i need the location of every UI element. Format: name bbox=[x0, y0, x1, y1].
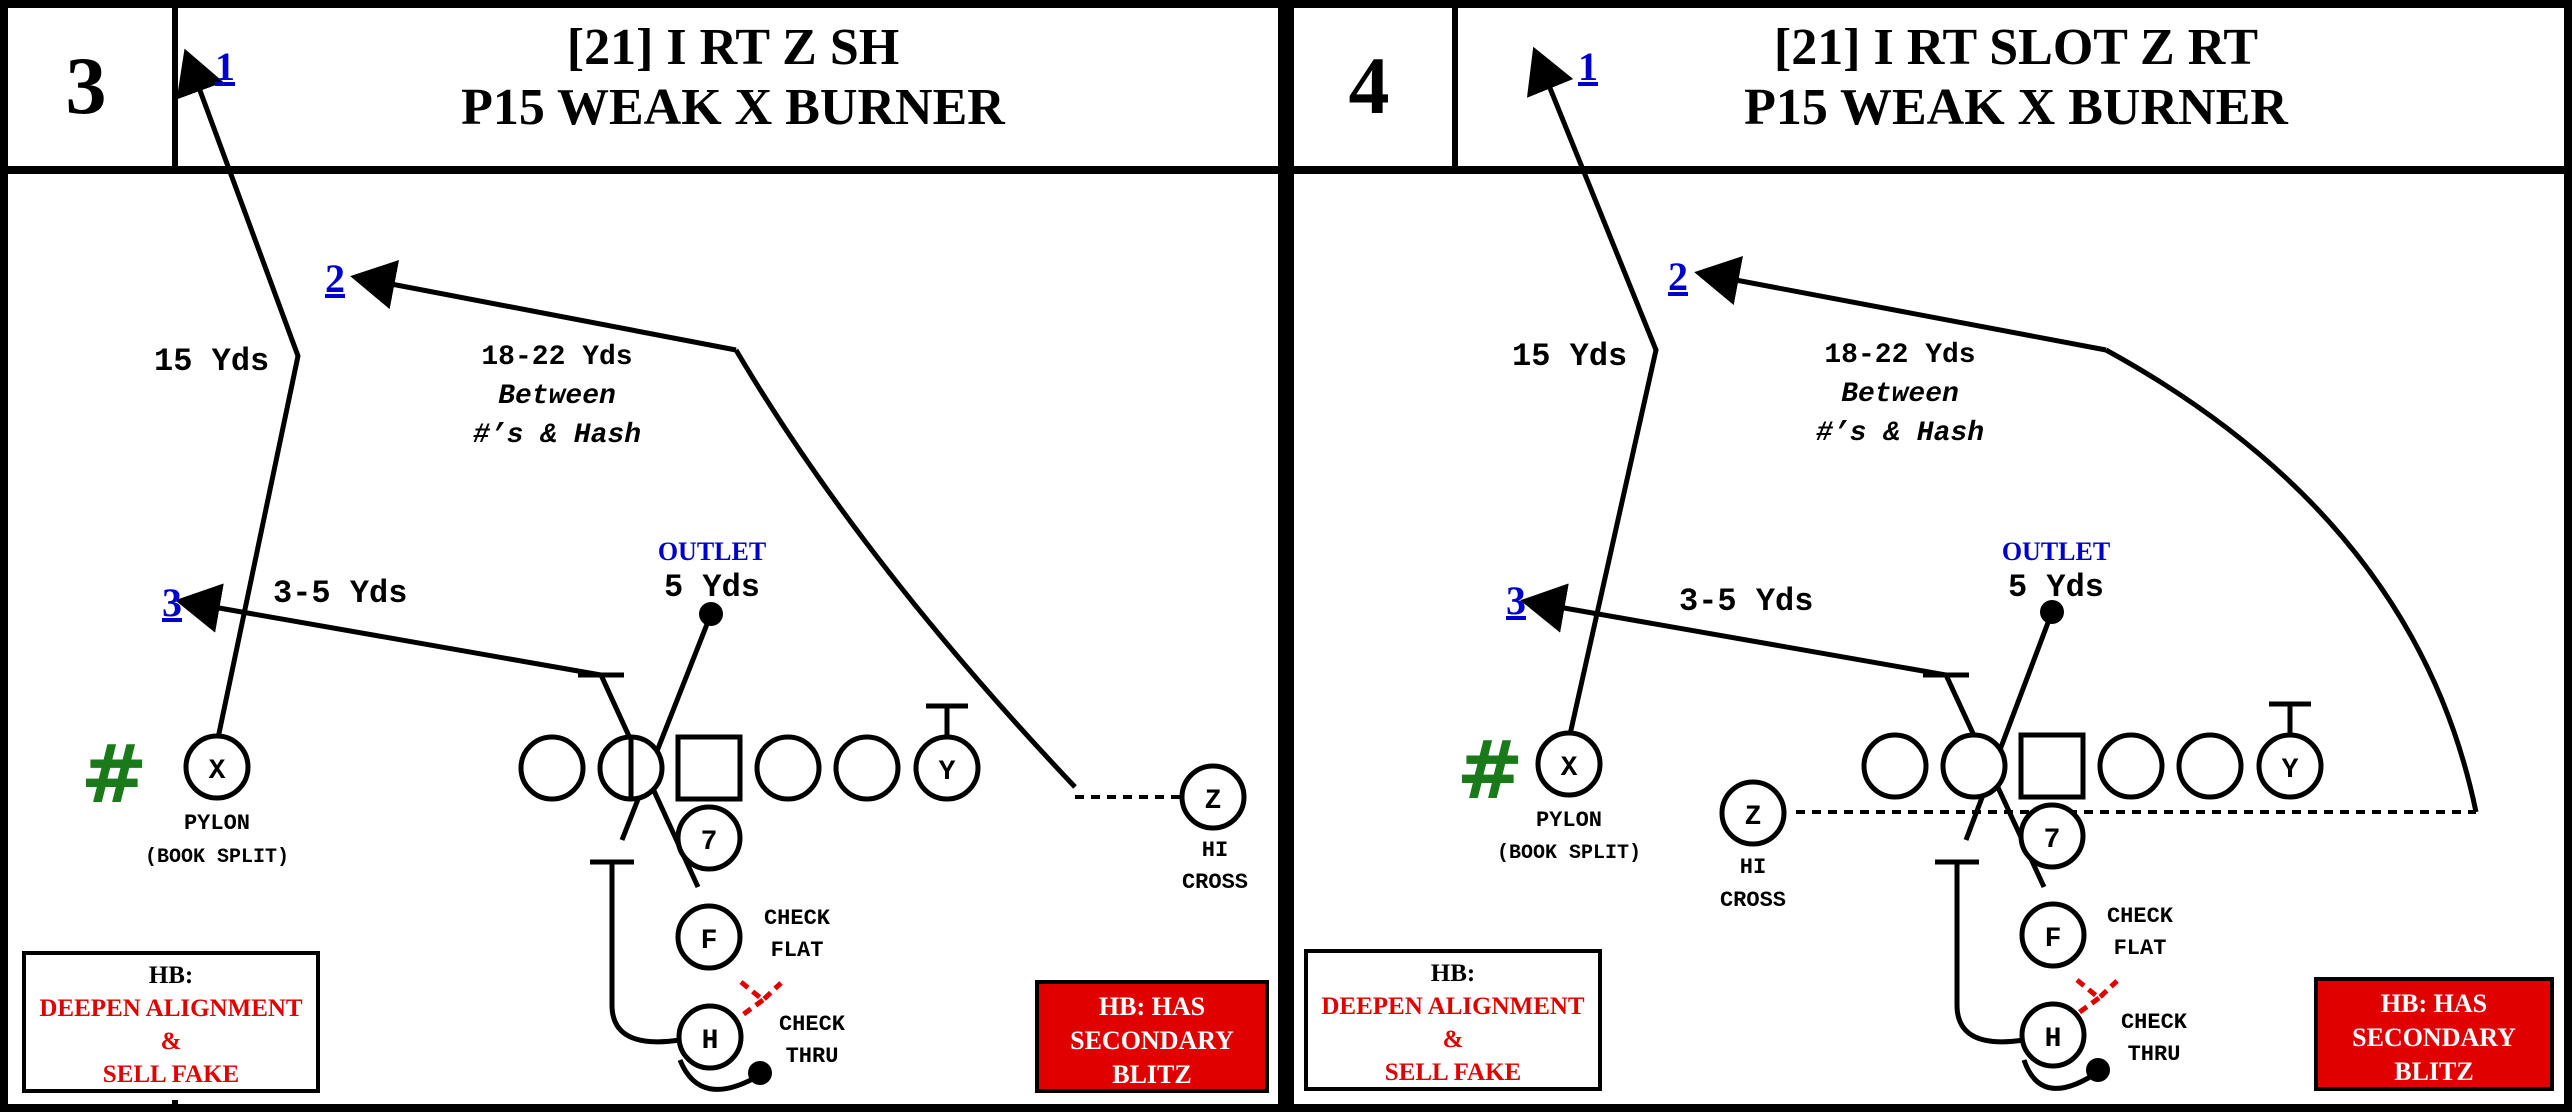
outlet-depth-label: 5 Yds bbox=[664, 569, 760, 606]
z-note-cross: CROSS bbox=[1182, 870, 1248, 895]
svg-text:Z: Z bbox=[1205, 786, 1222, 817]
svg-text:7: 7 bbox=[2044, 825, 2061, 856]
play-number: 3 bbox=[65, 40, 107, 131]
player-x: X bbox=[1535, 730, 1603, 798]
svg-text:H: H bbox=[2045, 1024, 2062, 1055]
offensive-line bbox=[518, 734, 901, 802]
play-card-4-labels: 1 2 3 15 Yds 18-22 Yds Between #’s & Has… bbox=[1456, 44, 2324, 1069]
flat-route-out bbox=[1520, 583, 2047, 889]
out-depth-label: 3-5 Yds bbox=[1679, 583, 1813, 620]
h-note-thru: THRU bbox=[2128, 1042, 2181, 1067]
secondary-blitz-note: HB: HAS SECONDARY BLITZ bbox=[1035, 980, 1269, 1093]
svg-text:Z: Z bbox=[1745, 802, 1762, 833]
play-card-3-labels: 1 2 3 15 Yds 18-22 Yds Between #’s & Has… bbox=[80, 44, 1248, 1071]
z-route-post bbox=[1694, 255, 2479, 814]
x-note-split: (BOOK SPLIT) bbox=[1497, 842, 1641, 865]
split-symbol: # bbox=[1456, 724, 1523, 817]
svg-text:Y: Y bbox=[2282, 755, 2299, 786]
f-note-flat: FLAT bbox=[771, 938, 824, 963]
z-note-hi: HI bbox=[1202, 838, 1228, 863]
h-note-thru: THRU bbox=[786, 1044, 839, 1069]
x-note-split: (BOOK SPLIT) bbox=[145, 846, 289, 869]
x-route-go bbox=[1526, 46, 1659, 740]
player-z: Z bbox=[1719, 779, 1787, 847]
play-title: [21] I RT Z SH P15 WEAK X BURNER bbox=[180, 18, 1286, 138]
x-note-pylon: PYLON bbox=[184, 811, 250, 836]
f-note-flat: FLAT bbox=[2114, 936, 2167, 961]
outlet-depth-label: 5 Yds bbox=[2008, 569, 2104, 606]
player-x: X bbox=[183, 733, 251, 801]
hb-alignment-note: HB: DEEPEN ALIGNMENT & SELL FAKE bbox=[1304, 949, 1602, 1091]
z-route-post bbox=[350, 260, 1195, 799]
svg-text:F: F bbox=[2045, 924, 2062, 955]
qb-outlet-route bbox=[1963, 600, 2064, 841]
offensive-line bbox=[1861, 732, 2244, 800]
player-qb: 7 bbox=[2018, 802, 2086, 870]
h-route-thru bbox=[590, 859, 783, 1092]
out-depth-label: 3-5 Yds bbox=[273, 575, 407, 612]
play-card-3-header: 3 [21] I RT Z SH P15 WEAK X BURNER bbox=[0, 0, 1286, 172]
f-note-check: CHECK bbox=[2107, 904, 2174, 929]
play-card-4: 4 [21] I RT SLOT Z RT P15 WEAK X BURNER … bbox=[1286, 0, 2572, 1112]
deep-depth-label: 15 Yds bbox=[1512, 338, 1627, 375]
svg-text:X: X bbox=[209, 756, 226, 787]
h-note-check: CHECK bbox=[2121, 1010, 2188, 1035]
play-title: [21] I RT SLOT Z RT P15 WEAK X BURNER bbox=[1460, 18, 2572, 138]
split-symbol: # bbox=[80, 728, 147, 821]
play-number: 4 bbox=[1348, 40, 1390, 131]
play-card-4-frame bbox=[1286, 0, 2572, 1112]
svg-text:Y: Y bbox=[939, 757, 956, 788]
concept-title: P15 WEAK X BURNER bbox=[1744, 79, 2288, 136]
route-number-1: 1 bbox=[1578, 44, 1598, 89]
h-note-check: CHECK bbox=[779, 1012, 846, 1037]
post-note-hash: #’s & Hash bbox=[1816, 418, 1984, 449]
f-note-check: CHECK bbox=[764, 906, 831, 931]
formation-title: [21] I RT Z SH bbox=[566, 19, 900, 76]
qb-outlet-route bbox=[619, 602, 723, 841]
flat-route-out bbox=[175, 583, 701, 889]
secondary-blitz-note: HB: HAS SECONDARY BLITZ bbox=[2314, 977, 2554, 1091]
route-number-1: 1 bbox=[215, 44, 235, 89]
player-z: Z bbox=[1179, 763, 1247, 831]
route-number-2: 2 bbox=[325, 256, 345, 301]
play-card-3-frame bbox=[0, 0, 1286, 1112]
post-note-between: Between bbox=[1841, 379, 1959, 410]
svg-text:H: H bbox=[702, 1026, 719, 1057]
hb-alignment-note: HB: DEEPEN ALIGNMENT & SELL FAKE bbox=[22, 951, 320, 1093]
z-note-hi: HI bbox=[1740, 855, 1766, 880]
concept-title: P15 WEAK X BURNER bbox=[461, 79, 1005, 136]
player-h: H bbox=[2019, 1001, 2087, 1069]
player-f: F bbox=[675, 903, 743, 971]
post-depth-label: 18-22 Yds bbox=[1824, 340, 1975, 371]
svg-text:7: 7 bbox=[701, 827, 718, 858]
deep-depth-label: 15 Yds bbox=[154, 343, 269, 380]
outlet-label: OUTLET bbox=[2002, 537, 2110, 566]
svg-text:F: F bbox=[701, 926, 718, 957]
outlet-label: OUTLET bbox=[658, 537, 766, 566]
route-number-3: 3 bbox=[1506, 578, 1526, 623]
route-number-2: 2 bbox=[1668, 254, 1688, 299]
play-card-4-header: 4 [21] I RT SLOT Z RT P15 WEAK X BURNER bbox=[1286, 0, 2572, 172]
svg-text:X: X bbox=[1561, 753, 1578, 784]
z-note-cross: CROSS bbox=[1720, 888, 1786, 913]
post-note-hash: #’s & Hash bbox=[473, 420, 641, 451]
player-y: Y bbox=[913, 734, 981, 802]
route-number-3: 3 bbox=[162, 580, 182, 625]
h-route-thru bbox=[1935, 859, 2119, 1091]
player-y: Y bbox=[2256, 732, 2324, 800]
post-depth-label: 18-22 Yds bbox=[481, 342, 632, 373]
x-note-pylon: PYLON bbox=[1536, 808, 1602, 833]
post-note-between: Between bbox=[498, 381, 616, 412]
player-qb: 7 bbox=[675, 804, 743, 872]
player-h: H bbox=[676, 1003, 744, 1071]
player-f: F bbox=[2019, 901, 2087, 969]
play-card-3: 3 [21] I RT Z SH P15 WEAK X BURNER 1 2 3… bbox=[0, 0, 1286, 1112]
formation-title: [21] I RT SLOT Z RT bbox=[1773, 19, 2259, 76]
